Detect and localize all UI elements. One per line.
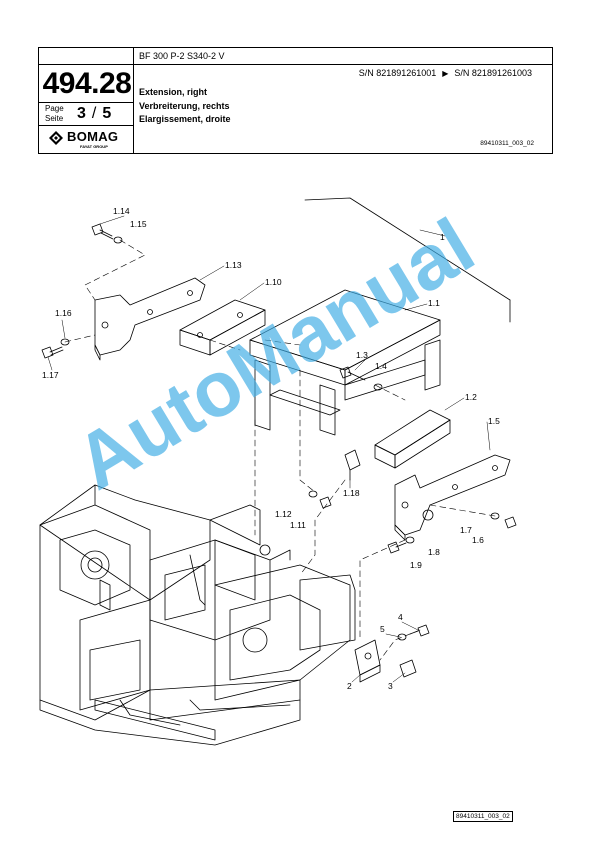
header-box: 494.28 Page Seite 3/5 BOMAG FAYAT GROUP …: [38, 47, 553, 154]
callout-4: 4: [398, 612, 403, 622]
callout-labels: 1 1.1 1.2 1.3 1.4 1.5 1.6 1.7 1.8 1.9 1.…: [42, 206, 500, 691]
page-label: Page: [45, 104, 64, 113]
callout-1-3: 1.3: [356, 350, 368, 360]
serial-range: S/N 821891261001 ▶ S/N 821891261003: [359, 67, 532, 80]
callout-1-1: 1.1: [428, 298, 440, 308]
exploded-parts-drawing: 1 1.1 1.2 1.3 1.4 1.5 1.6 1.7 1.8 1.9 1.…: [0, 160, 612, 810]
brand-group: FAYAT GROUP: [80, 144, 108, 149]
section-titles: Extension, right Verbreiterung, rechts E…: [139, 86, 231, 127]
bomag-logo-icon: [49, 131, 63, 145]
spacer-plate-1-10: [179, 299, 266, 356]
callout-5: 5: [380, 624, 385, 634]
callout-1-11: 1.11: [290, 520, 306, 530]
assembly-bracket-line: [304, 197, 511, 323]
page-separator: /: [91, 105, 97, 122]
header-rule: [133, 64, 552, 65]
header-divider: [133, 48, 134, 153]
assembly-dash-lines: [64, 239, 496, 661]
bracket-1-13: [94, 277, 206, 361]
callout-1-2: 1.2: [465, 392, 477, 402]
page-counter: 3 / 5: [77, 105, 111, 123]
arrow-right-icon: ▶: [442, 69, 449, 78]
footer-reference: 89410311_003_02: [453, 811, 513, 822]
page-code: 494.28: [42, 67, 132, 100]
title-german: Verbreiterung, rechts: [139, 100, 230, 111]
leader-lines: [47, 215, 491, 683]
bracket-1-5: [394, 454, 511, 541]
callout-1-13: 1.13: [225, 260, 242, 270]
parts-diagram: 1 1.1 1.2 1.3 1.4 1.5 1.6 1.7 1.8 1.9 1.…: [39, 197, 517, 746]
callout-1-6: 1.6: [472, 535, 484, 545]
fasteners: [41, 223, 517, 678]
header-rule: [39, 102, 133, 103]
callout-1-10: 1.10: [265, 277, 282, 287]
brand-name: BOMAG: [67, 129, 119, 144]
callout-1-15: 1.15: [130, 219, 147, 229]
title-french: Elargissement, droite: [139, 114, 231, 124]
callout-1-16: 1.16: [55, 308, 72, 318]
page-current: 3: [77, 105, 86, 122]
spacer-plate-1-2: [374, 409, 451, 469]
machine-frame: [39, 484, 356, 746]
callout-3: 3: [388, 681, 393, 691]
callout-1-18: 1.18: [343, 488, 360, 498]
callout-1-12: 1.12: [275, 509, 292, 519]
perforated-plate-1-1: [249, 289, 441, 436]
callout-2: 2: [347, 681, 352, 691]
serial-from: S/N 821891261001: [358, 68, 437, 78]
bomag-logo: BOMAG FAYAT GROUP: [47, 128, 129, 152]
callout-1-4: 1.4: [375, 361, 387, 371]
callout-1: 1: [440, 232, 445, 242]
document-reference: 89410311_003_02: [480, 140, 534, 147]
serial-to: S/N 821891261003: [454, 68, 532, 78]
model-name: BF 300 P-2 S340-2 V: [139, 51, 225, 61]
callout-1-7: 1.7: [460, 525, 472, 535]
title-english: Extension, right: [139, 87, 208, 97]
header-rule: [39, 125, 133, 126]
callout-1-5: 1.5: [488, 416, 500, 426]
seite-label: Seite: [45, 114, 64, 123]
header-rule: [39, 64, 133, 65]
callout-1-9: 1.9: [410, 560, 422, 570]
callout-1-8: 1.8: [428, 547, 440, 557]
callout-1-17: 1.17: [42, 370, 59, 380]
page-total: 5: [102, 105, 112, 122]
callout-1-14: 1.14: [113, 206, 130, 216]
clamp-plate-2: [354, 639, 381, 683]
